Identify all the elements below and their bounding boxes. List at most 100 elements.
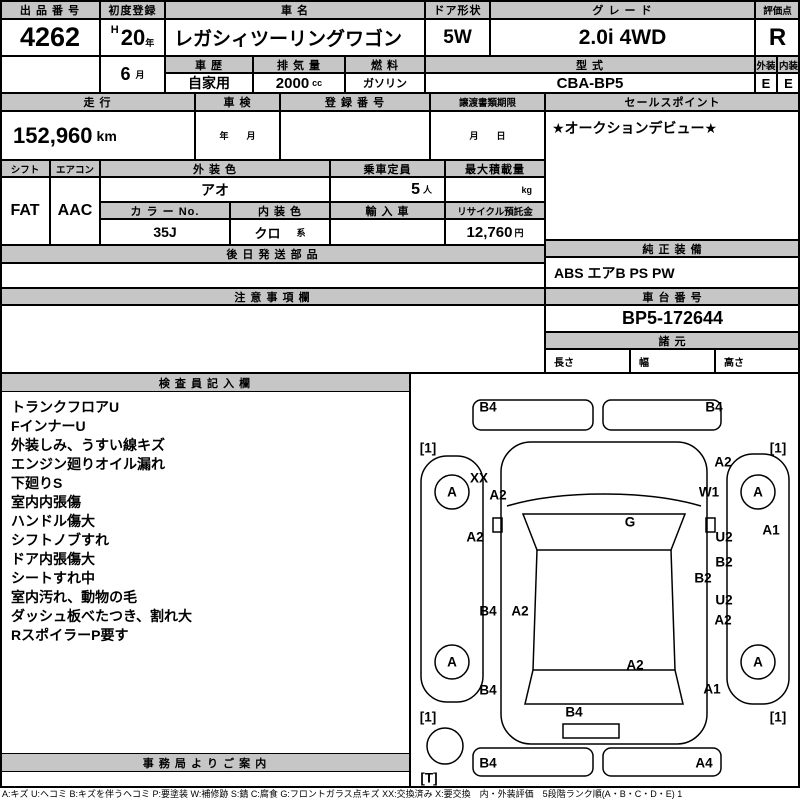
inspector-note: シートすれ中 [11,570,95,586]
recycle-unit: 円 [514,227,524,238]
recycle-amount: 12,760 [466,223,513,241]
displacement-header: 排 気 量 [253,56,345,73]
import-header: 輸 入 車 [330,202,445,219]
legend-text: A:キズ U:ヘコミ B:キズを伴うヘコミ P:要塗装 W:補修跡 S:錆 C:… [2,789,683,799]
damage-code: A2 [466,529,484,545]
damage-code: A1 [762,522,780,538]
overall-score: R [755,19,800,56]
chassis-no: BP5-172644 [545,305,800,332]
first-reg-header: 初度登録 [100,0,165,19]
ext-color: アオ [100,177,330,202]
capacity-cell: 5 人 [330,177,445,202]
door-shape: 5W [425,19,490,56]
damage-code: B4 [705,399,723,415]
aircon: AAC [50,177,100,245]
interior-score: E [777,73,800,93]
grade: 2.0i 4WD [490,19,755,56]
year-unit: 年 [145,38,155,48]
inspector-note: シフトノブすれ [11,532,109,548]
capacity-unit: 人 [422,185,432,195]
car-outline-drawing [420,399,790,777]
height-cell: 高さ [715,349,800,373]
auction-no: 4262 [0,19,100,56]
damage-code: A [753,484,763,500]
office-info-title: 事 務 局 よ り ご 案 内 [0,753,410,772]
mileage-unit: km [96,127,117,144]
history-header: 車 歴 [165,56,253,73]
damage-code: A2 [511,603,529,619]
reg-number-header: 登 録 番 号 [280,93,430,111]
car-name-header: 車 名 [165,0,425,19]
shift-header: シフト [0,160,50,177]
import-cell [330,219,445,245]
inspector-note: 外装しみ、うすい線キズ [11,437,165,453]
inspector-note: 室内汚れ、動物の毛 [11,589,138,605]
caution-header: 注 意 事 項 欄 [0,288,545,305]
damage-code: A [753,654,763,670]
damage-code: [T] [420,770,438,786]
later-parts-cell [0,263,545,288]
inspector-note: エンジン廻りオイル漏れ [11,456,165,472]
car-name: レガシィツーリングワゴン [165,19,425,56]
damage-code: B4 [479,603,497,619]
max-load-cell: kg [445,177,545,202]
max-load-unit: kg [521,184,532,195]
transfer-deadline-header: 譲渡書類期限 [430,93,545,111]
damage-code: [1] [419,709,437,725]
damage-code: W1 [698,484,720,500]
inspector-note: ダッシュ板べたつき、割れ大 [11,608,193,624]
sales-point: ★オークションデビュー★ [552,120,718,136]
int-color: クロ [254,225,281,241]
damage-code: A1 [703,681,721,697]
damage-code: G [624,514,636,530]
fuel: ガソリン [345,73,425,93]
displacement-cell: 2000 cc [253,73,345,93]
sales-point-cell: ★オークションデビュー★ [545,111,800,240]
equipment-header: 純 正 装 備 [545,240,800,257]
first-reg-month: 6 [120,64,131,84]
damage-code: [1] [769,440,787,456]
equipment: ABS エアB PS PW [545,257,800,288]
damage-code: XX [469,470,489,486]
transfer-day-unit: 日 [496,131,506,141]
exterior-header: 外装 [755,56,777,73]
damage-code: [1] [419,440,437,456]
width-cell: 幅 [630,349,715,373]
mileage-cell: 152,960 km [0,111,195,160]
damage-code: B2 [715,554,733,570]
damage-code: A [447,484,457,500]
inspector-note: 室内内張傷 [11,494,81,510]
damage-code: B4 [479,755,497,771]
damage-code: B4 [565,704,583,720]
history: 自家用 [165,73,253,93]
inspection-month-unit: 月 [246,131,256,141]
inspector-note: RスポイラーP要す [11,627,129,643]
sales-point-header: セールスポイント [545,93,800,111]
dims-header: 諸 元 [545,332,800,349]
capacity: 5 [411,180,420,198]
damage-code: B4 [479,682,497,698]
caution-cell [0,305,545,373]
era-label: H [110,24,119,36]
int-color-unit: 系 [296,227,306,238]
inspector-note: FインナーU [11,418,86,434]
int-color-cell: クロ 系 [230,219,330,245]
auction-no-header: 出 品 番 号 [0,0,100,19]
model-code: CBA-BP5 [425,73,755,93]
aircon-header: エアコン [50,160,100,177]
damage-code: A2 [626,657,644,673]
shift: FAT [0,177,50,245]
auction-no-blank [0,56,100,93]
damage-code: U2 [715,592,733,608]
inspector-note: 下廻りS [11,475,63,491]
first-reg-year-cell: H 20 年 [100,19,165,56]
score-header: 評価点 [755,0,800,19]
max-load-header: 最大積載量 [445,160,545,177]
damage-code: B2 [694,570,712,586]
capacity-header: 乗車定員 [330,160,445,177]
inspection-year-unit: 年 [219,131,229,141]
